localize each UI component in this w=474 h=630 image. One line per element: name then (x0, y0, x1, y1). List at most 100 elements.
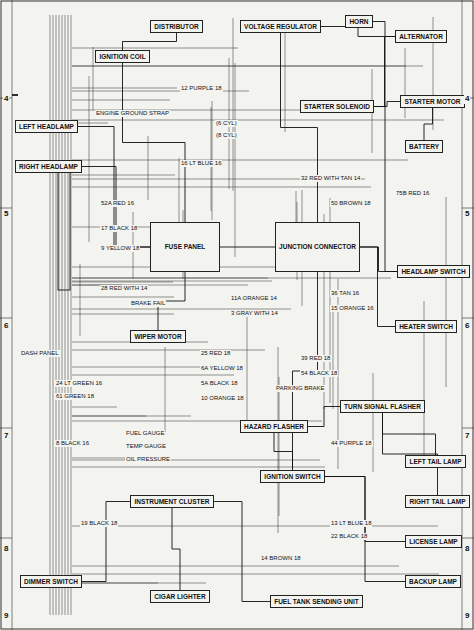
wire-label: 3 GRAY WITH 14 (230, 310, 279, 317)
wire-line (72, 285, 248, 286)
component-box: HEADLAMP SWITCH (397, 265, 470, 278)
wire-connector (82, 167, 150, 248)
wire-line (12, 95, 18, 96)
wire-label: BRAKE FAIL (130, 300, 166, 307)
grid-number: 7 (464, 432, 470, 441)
component-name: CIGAR LIGHTER (154, 593, 205, 600)
wire-label: ENGINE GROUND STRAP (95, 110, 170, 117)
wire-path (383, 413, 438, 495)
component-name: JUNCTION CONNECTOR (279, 243, 356, 250)
component-box: FUEL TANK SENDING UNIT (270, 595, 363, 608)
wire-line (235, 63, 236, 257)
wire-line (12, 95, 18, 96)
wire-label: 50 BROWN 18 (330, 200, 372, 207)
wire-label: (6 CYL) (215, 120, 238, 127)
wire-line (59, 15, 60, 615)
wire-label: FUEL GAUGE (125, 430, 165, 437)
wire-path (281, 33, 318, 222)
wire-line (12, 95, 18, 96)
wire-line (50, 15, 51, 615)
wire-line (148, 136, 149, 200)
wire-connector (383, 413, 436, 455)
wire-line (462, 428, 474, 429)
wire-label: 52A RED 16 (100, 200, 135, 207)
component-box: CIGAR LIGHTER (150, 590, 210, 603)
wire-path (82, 167, 150, 248)
wire-label: OIL PRESSURE (125, 456, 171, 463)
wire-path (321, 27, 395, 37)
wire-label: 54 BLACK 18 (300, 370, 338, 377)
component-box: LEFT TAIL LAMP (405, 455, 466, 468)
wire-label: 44 PURPLE 18 (330, 440, 373, 447)
component-name: LEFT TAIL LAMP (409, 458, 461, 465)
wire-connector (172, 508, 180, 590)
wire-label: 28 RED WITH 14 (100, 285, 148, 292)
wire-connector (274, 433, 293, 470)
grid-number: 6 (464, 322, 470, 331)
component-box: IGNITION SWITCH (260, 470, 325, 483)
wire-path (123, 33, 177, 50)
component-name: LEFT HEADLAMP (19, 123, 74, 130)
wire-line (71, 15, 72, 615)
wire-line (462, 318, 474, 319)
component-name: WIPER MOTOR (134, 333, 181, 340)
wire-line (68, 15, 69, 615)
wire-label: 15 ORANGE 16 (330, 305, 375, 312)
component-box: BACKUP LAMP (405, 575, 461, 588)
wire-label: (8 CYL) (215, 132, 238, 139)
wire-line (72, 175, 175, 176)
wire-path (424, 108, 433, 140)
component-box: LICENSE LAMP (405, 535, 462, 548)
wire-path (325, 477, 405, 582)
wire-line (72, 350, 265, 351)
component-name: IGNITION COIL (99, 53, 145, 60)
wire-line (72, 100, 170, 101)
wire-line (12, 95, 18, 96)
wire-line (285, 24, 286, 132)
component-name: VOLTAGE REGULATOR (244, 23, 317, 30)
component-box: ALTERNATOR (395, 30, 447, 43)
component-box: STARTER SOLENOID (300, 100, 374, 113)
wire-line (72, 120, 444, 121)
component-name: TURN SIGNAL FLASHER (344, 403, 421, 410)
component-box: LEFT HEADLAMP (15, 120, 78, 133)
wire-connector (360, 247, 395, 327)
component-name: RIGHT TAIL LAMP (409, 498, 465, 505)
wire-line (12, 95, 18, 96)
wire-line (0, 318, 12, 319)
component-box: WIPER MOTOR (130, 330, 186, 343)
wire-path (172, 508, 180, 590)
wire-line (0, 428, 12, 429)
wire-line (72, 460, 320, 461)
wire-line (72, 416, 191, 417)
wire-label: 32 RED WITH TAN 14 (300, 175, 361, 182)
wire-line (80, 264, 81, 336)
grid-number: 8 (3, 545, 9, 554)
wire-connector (321, 27, 395, 37)
wire-line (72, 282, 173, 283)
wire-line (72, 314, 174, 315)
component-name: INSTRUMENT CLUSTER (134, 498, 209, 505)
component-box: VOLTAGE REGULATOR (240, 20, 321, 33)
wire-path (374, 37, 395, 107)
component-name: DISTRIBUTOR (154, 23, 198, 30)
grid-number: 5 (464, 210, 470, 219)
wire-line (72, 281, 272, 282)
component-box: TURN SIGNAL FLASHER (340, 400, 425, 413)
wire-label: 8 BLACK 16 (55, 440, 90, 447)
wire-line (72, 375, 234, 376)
grid-number: 4 (3, 95, 9, 104)
wire-line (446, 197, 447, 387)
wire-connector (78, 127, 150, 248)
wire-line (72, 278, 391, 279)
wire-line (72, 467, 325, 468)
wire-path (123, 63, 186, 222)
wire-label: 24 LT GREEN 16 (55, 380, 103, 387)
component-name: HEATER SWITCH (399, 323, 453, 330)
wire-line (93, 47, 94, 110)
component-name: BACKUP LAMP (409, 578, 457, 585)
grid-number: 6 (3, 322, 9, 331)
wire-line (462, 538, 474, 539)
wire-connector (308, 407, 340, 427)
